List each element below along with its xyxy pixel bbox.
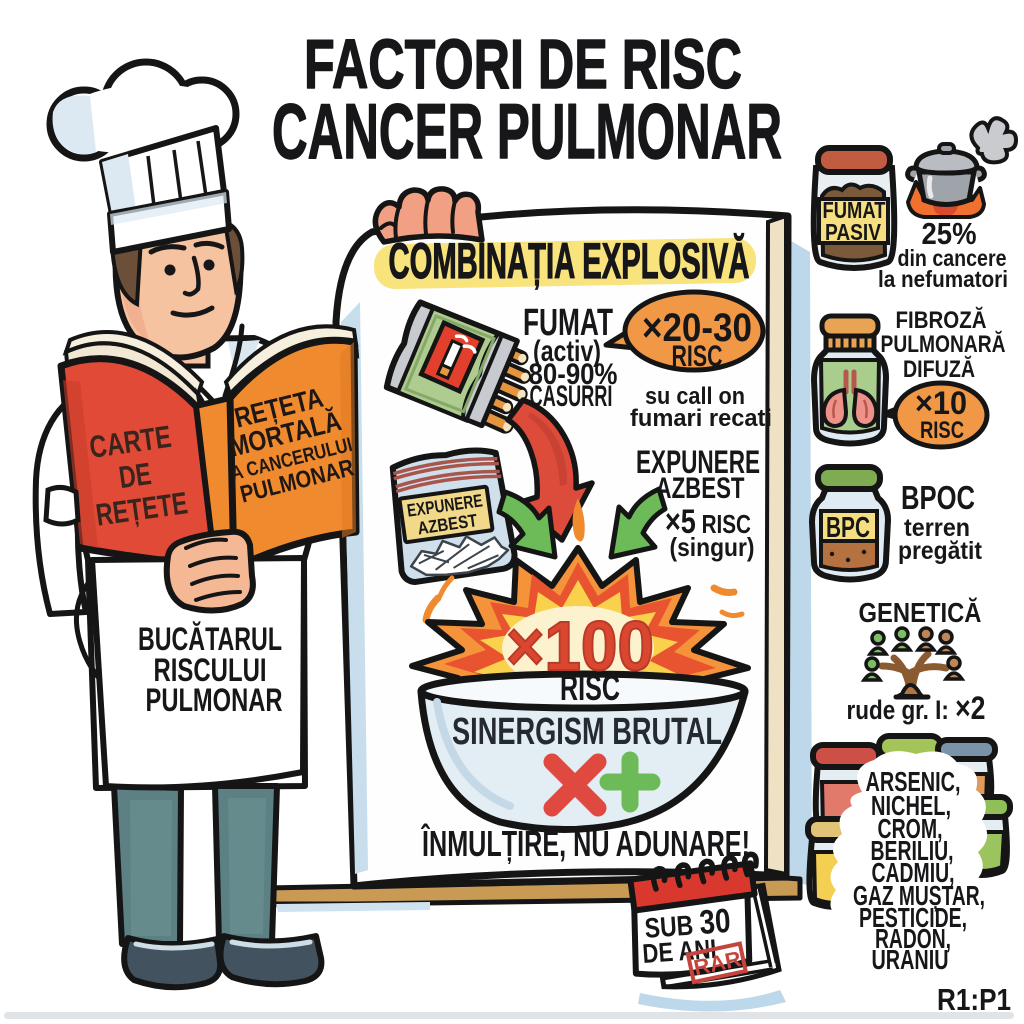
- svg-text:BPC: BPC: [826, 512, 870, 544]
- svg-text:SINERGISM BRUTAL: SINERGISM BRUTAL: [452, 711, 722, 753]
- svg-text:BPOC: BPOC: [901, 479, 975, 516]
- svg-text:RISCULUI: RISCULUI: [154, 652, 267, 688]
- svg-text:×5 RISC: ×5 RISC: [665, 503, 751, 541]
- svg-text:FACTORI DE RISC: FACTORI DE RISC: [304, 25, 742, 103]
- svg-text:DIFUZĂ: DIFUZĂ: [903, 355, 975, 383]
- svg-text:FUMAT: FUMAT: [523, 302, 613, 344]
- svg-text:×100: ×100: [506, 607, 654, 685]
- svg-text:GENETICĂ: GENETICĂ: [859, 597, 982, 628]
- svg-text:EXPUNERE: EXPUNERE: [636, 444, 760, 480]
- svg-text:PESTICIDE,: PESTICIDE,: [859, 902, 967, 933]
- svg-text:FUMAT: FUMAT: [823, 197, 886, 223]
- svg-text:AZBEST: AZBEST: [656, 472, 745, 505]
- svg-text:80-90%: 80-90%: [529, 358, 618, 391]
- svg-text:RISC: RISC: [560, 667, 620, 708]
- svg-text:×10: ×10: [915, 385, 967, 421]
- svg-text:CANCER PULMONAR: CANCER PULMONAR: [272, 87, 782, 175]
- svg-text:BUCĂTARUL: BUCĂTARUL: [138, 621, 282, 657]
- svg-text:GAZ MUȘTAR,: GAZ MUȘTAR,: [853, 880, 985, 911]
- svg-text:PULMONARĂ: PULMONARĂ: [881, 330, 1006, 358]
- svg-text:COMBINAȚIA EXPLOSIVĂ: COMBINAȚIA EXPLOSIVĂ: [389, 233, 750, 289]
- svg-text:BERILIU,: BERILIU,: [871, 835, 954, 866]
- svg-text:(activ): (activ): [533, 335, 601, 368]
- svg-text:NICHEL,: NICHEL,: [871, 790, 951, 821]
- svg-text:CADMIU,: CADMIU,: [872, 857, 955, 888]
- svg-text:ÎNMULȚIRE, NU ADUNARE!: ÎNMULȚIRE, NU ADUNARE!: [421, 822, 750, 864]
- svg-text:R1:P1: R1:P1: [937, 982, 1011, 1017]
- svg-text:URANIU: URANIU: [872, 944, 949, 975]
- svg-text:PASIV: PASIV: [825, 219, 882, 245]
- svg-text:RADON,: RADON,: [875, 923, 951, 954]
- svg-text:la nefumatori: la nefumatori: [878, 266, 1008, 292]
- svg-text:rude gr. I: ×2: rude gr. I: ×2: [847, 690, 986, 726]
- svg-text:su call on: su call on: [645, 383, 745, 410]
- svg-text:fumari recati: fumari recati: [630, 405, 772, 432]
- svg-text:RISC: RISC: [672, 340, 723, 373]
- svg-text:RISC: RISC: [920, 417, 964, 444]
- svg-text:ARSENIC,: ARSENIC,: [866, 766, 961, 797]
- svg-text:CROM,: CROM,: [878, 813, 943, 844]
- svg-text:CASURRI: CASURRI: [530, 380, 613, 413]
- svg-text:pregătit: pregătit: [898, 537, 983, 565]
- svg-text:DE: DE: [117, 456, 154, 495]
- svg-text:PULMONAR: PULMONAR: [146, 682, 283, 718]
- svg-text:din cancere: din cancere: [898, 245, 1007, 271]
- svg-text:FIBROZĂ: FIBROZĂ: [896, 306, 987, 334]
- svg-text:terren: terren: [904, 514, 970, 542]
- svg-text:25%: 25%: [922, 216, 977, 251]
- svg-text:×20-30: ×20-30: [642, 306, 752, 350]
- svg-text:(singur): (singur): [670, 532, 755, 562]
